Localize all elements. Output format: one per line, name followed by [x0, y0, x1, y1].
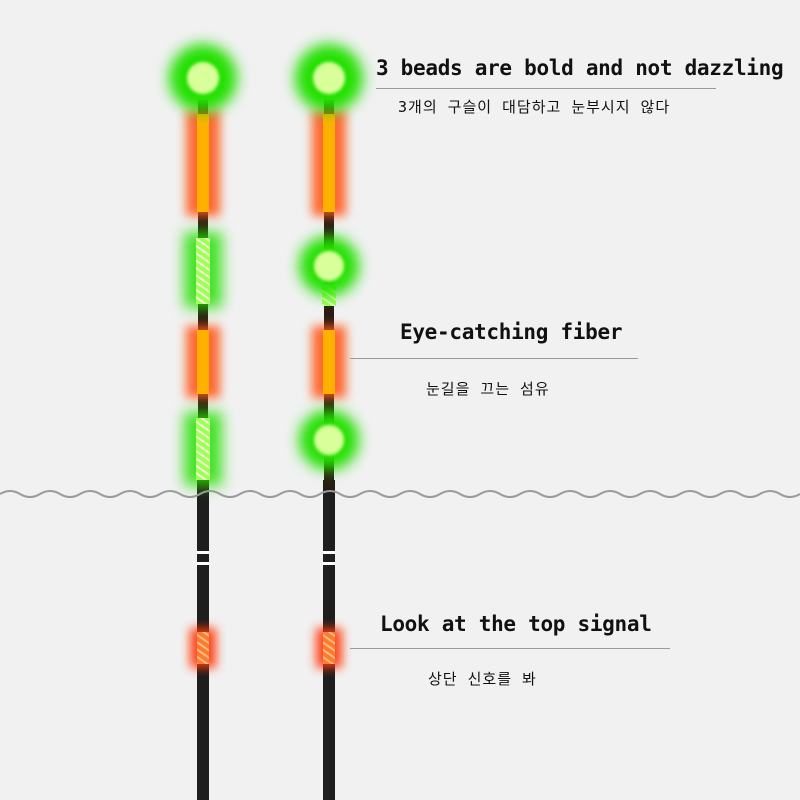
caption-beads-korean: 3개의 구슬이 대담하고 눈부시지 않다 — [398, 98, 671, 116]
caption-beads-rule — [376, 88, 716, 89]
signal-stripes — [197, 632, 209, 664]
white-mark — [323, 562, 335, 565]
bead — [314, 425, 344, 455]
caption-signal-rule — [350, 648, 670, 649]
caption-beads-english: 3 beads are bold and not dazzling — [376, 56, 784, 80]
float-left — [169, 44, 237, 800]
green-stripes — [196, 238, 210, 304]
signal-stripes — [323, 632, 335, 664]
white-mark — [323, 551, 335, 554]
float-right — [295, 44, 363, 800]
caption-signal-english: Look at the top signal — [380, 612, 652, 636]
green-stripes — [196, 418, 210, 480]
bead — [314, 251, 344, 281]
orange-fiber — [323, 114, 335, 212]
white-mark — [197, 562, 209, 565]
caption-signal-korean: 상단 신호를 봐 — [428, 670, 537, 688]
orange-fiber — [197, 114, 209, 212]
caption-fiber-english: Eye-catching fiber — [400, 320, 623, 344]
orange-fiber — [323, 330, 335, 394]
water-line — [0, 490, 800, 498]
bead — [187, 62, 219, 94]
orange-fiber — [197, 330, 209, 394]
bead — [313, 62, 345, 94]
caption-fiber-korean: 눈길을 끄는 섬유 — [426, 380, 550, 398]
white-mark — [197, 551, 209, 554]
caption-fiber-rule — [350, 358, 638, 359]
